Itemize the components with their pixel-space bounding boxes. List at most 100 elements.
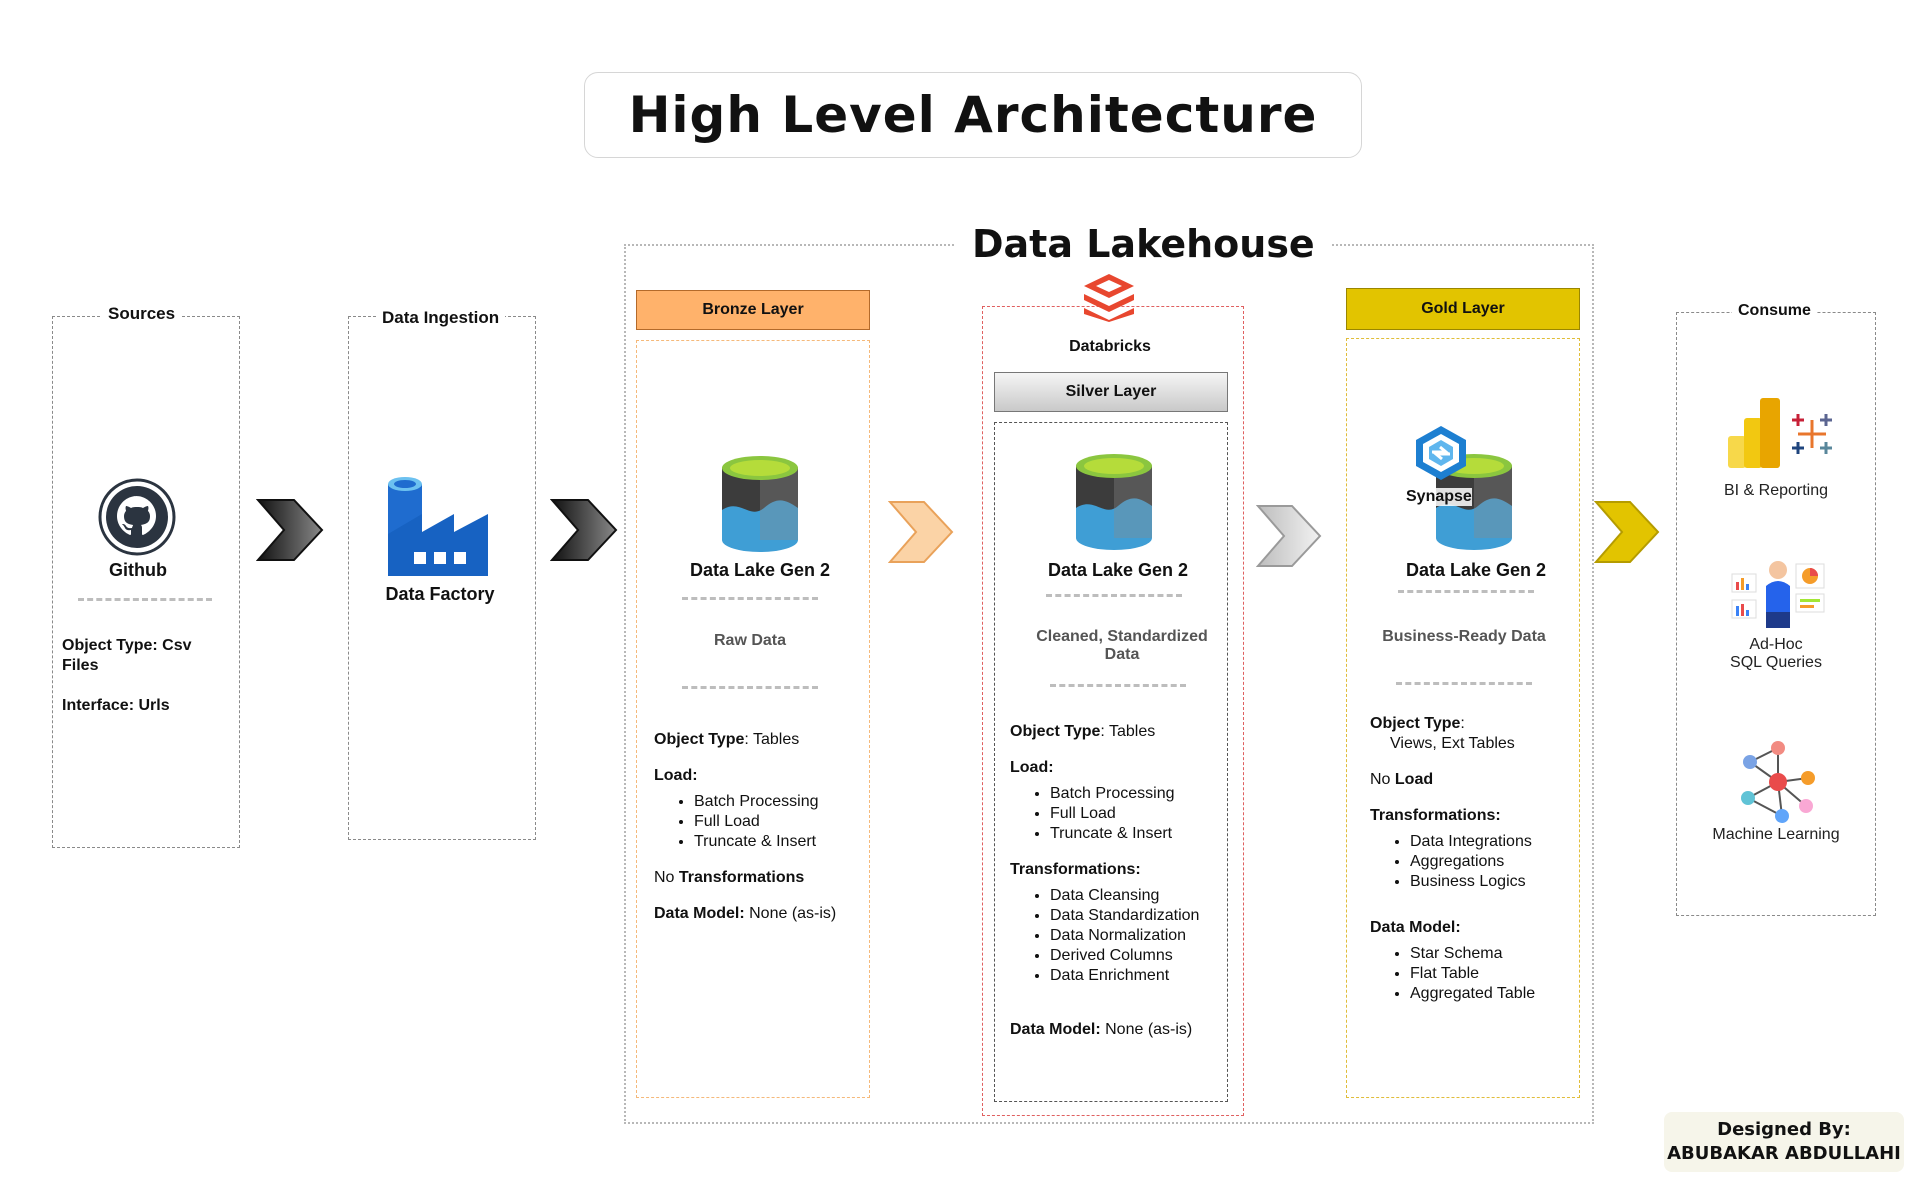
- bronze-object-type-val: : Tables: [744, 731, 800, 748]
- list-item: Truncate & Insert: [1050, 824, 1224, 844]
- github-icon: [98, 478, 176, 556]
- sources-divider: [78, 598, 212, 601]
- tableau-icon: [1792, 414, 1832, 454]
- gold-object-type-line2: Views, Ext Tables: [1390, 735, 1515, 752]
- bronze-transform-key: Transformations: [678, 869, 805, 886]
- github-label: Github: [109, 560, 167, 580]
- chevron-arrow-icon: [256, 499, 324, 561]
- gold-store-label: Data Lake Gen 2: [1405, 560, 1547, 580]
- list-item: Data Cleansing: [1050, 886, 1224, 906]
- chevron-arrow-icon: [1594, 501, 1660, 563]
- bronze-header: Bronze Layer: [636, 290, 870, 330]
- gold-panel: [1346, 338, 1580, 1098]
- sources-label: Sources: [102, 304, 182, 324]
- synapse-label: Synapse: [1406, 488, 1472, 506]
- silver-transform-list: Data Cleansing Data Standardization Data…: [1010, 886, 1224, 986]
- gold-description: Business-Ready Data: [1382, 628, 1546, 645]
- gold-object-type-key: Object Type: [1370, 715, 1461, 732]
- databricks-label: Databricks: [1069, 338, 1151, 355]
- power-bi-icon: [1728, 398, 1780, 468]
- gold-info: Object Type: Views, Ext Tables No Load T…: [1370, 714, 1576, 1004]
- silver-header: Silver Layer: [994, 372, 1228, 412]
- bi-reporting-label: BI & Reporting: [1723, 482, 1829, 499]
- synapse-icon: [1416, 426, 1466, 480]
- title-box: High Level Architecture: [584, 72, 1362, 158]
- credit-line1: Designed By:: [1717, 1119, 1851, 1140]
- data-lake-icon: [722, 456, 798, 552]
- list-item: Batch Processing: [694, 792, 864, 812]
- bronze-model-key: Data Model:: [654, 905, 745, 922]
- adhoc-line1: Ad-Hoc: [1749, 636, 1803, 653]
- gold-transform-key: Transformations:: [1370, 807, 1501, 824]
- bronze-divider-2: [682, 686, 818, 689]
- sources-object-type-1: Object Type: Csv: [62, 637, 192, 654]
- bronze-description: Raw Data: [713, 632, 787, 649]
- bronze-transform-prefix: No: [654, 869, 679, 886]
- adhoc-sql-label: Ad-Hoc SQL Queries: [1696, 636, 1856, 672]
- list-item: Full Load: [694, 812, 864, 832]
- silver-panel: [994, 422, 1228, 1102]
- silver-object-type-key: Object Type: [1010, 723, 1101, 740]
- sources-object-type-2: Files: [62, 657, 99, 674]
- bronze-info: Object Type: Tables Load: Batch Processi…: [654, 730, 864, 940]
- silver-description-1: Cleaned, Standardized: [1036, 628, 1208, 645]
- bronze-panel: [636, 340, 870, 1098]
- chevron-arrow-icon: [888, 501, 954, 563]
- gold-header: Gold Layer: [1346, 288, 1580, 330]
- ml-network-icon: [1741, 741, 1815, 823]
- ingestion-panel: [348, 316, 536, 840]
- silver-divider-1: [1046, 594, 1182, 597]
- databricks-icon: [1084, 274, 1134, 322]
- silver-transform-key: Transformations:: [1010, 861, 1141, 878]
- silver-load-key: Load:: [1010, 759, 1054, 776]
- list-item: Aggregations: [1410, 852, 1576, 872]
- list-item: Flat Table: [1410, 964, 1576, 984]
- analyst-icon: [1731, 561, 1825, 628]
- list-item: Truncate & Insert: [694, 832, 864, 852]
- silver-model-key: Data Model:: [1010, 1021, 1101, 1038]
- bronze-object-type-key: Object Type: [654, 731, 745, 748]
- list-item: Star Schema: [1410, 944, 1576, 964]
- sources-info: Object Type: Csv Files Interface: Urls: [62, 636, 232, 716]
- gold-model-key: Data Model:: [1370, 919, 1461, 936]
- ml-label: Machine Learning: [1712, 826, 1840, 843]
- silver-model-val: None (as-is): [1100, 1021, 1193, 1038]
- sources-interface: Interface: Urls: [62, 697, 170, 714]
- gold-load-key: Load: [1394, 771, 1434, 788]
- list-item: Data Standardization: [1050, 906, 1224, 926]
- bronze-divider-1: [682, 597, 818, 600]
- list-item: Batch Processing: [1050, 784, 1224, 804]
- gold-divider-1: [1398, 590, 1534, 593]
- gold-load-prefix: No: [1370, 771, 1395, 788]
- page-title: High Level Architecture: [628, 86, 1318, 144]
- adhoc-line2: SQL Queries: [1730, 654, 1822, 671]
- list-item: Data Enrichment: [1050, 966, 1224, 986]
- list-item: Business Logics: [1410, 872, 1576, 892]
- chevron-arrow-icon: [550, 499, 618, 561]
- data-lake-icon: [1076, 454, 1152, 550]
- list-item: Derived Columns: [1050, 946, 1224, 966]
- sources-panel: [52, 316, 240, 848]
- data-factory-icon: [388, 477, 488, 576]
- silver-info: Object Type: Tables Load: Batch Processi…: [1010, 722, 1224, 1040]
- bronze-store-label: Data Lake Gen 2: [689, 560, 831, 580]
- credit-line2: ABUBAKAR ABDULLAHI: [1667, 1143, 1901, 1164]
- silver-object-type-val: : Tables: [1100, 723, 1156, 740]
- silver-description-2: Data: [1104, 646, 1140, 663]
- silver-store-label: Data Lake Gen 2: [1047, 560, 1189, 580]
- silver-load-list: Batch Processing Full Load Truncate & In…: [1010, 784, 1224, 844]
- bronze-model-val: None (as-is): [744, 905, 837, 922]
- gold-model-list: Star Schema Flat Table Aggregated Table: [1370, 944, 1576, 1004]
- list-item: Data Integrations: [1410, 832, 1576, 852]
- data-factory-label: Data Factory: [385, 584, 495, 604]
- list-item: Full Load: [1050, 804, 1224, 824]
- bronze-load-list: Batch Processing Full Load Truncate & In…: [654, 792, 864, 852]
- lakehouse-title: Data Lakehouse: [956, 222, 1331, 266]
- gold-divider-2: [1396, 682, 1532, 685]
- bronze-load-key: Load:: [654, 767, 698, 784]
- gold-object-type-val: :: [1460, 715, 1465, 732]
- designer-credit: Designed By: ABUBAKAR ABDULLAHI: [1664, 1112, 1904, 1172]
- gold-transform-list: Data Integrations Aggregations Business …: [1370, 832, 1576, 892]
- consume-label: Consume: [1732, 302, 1817, 320]
- list-item: Data Normalization: [1050, 926, 1224, 946]
